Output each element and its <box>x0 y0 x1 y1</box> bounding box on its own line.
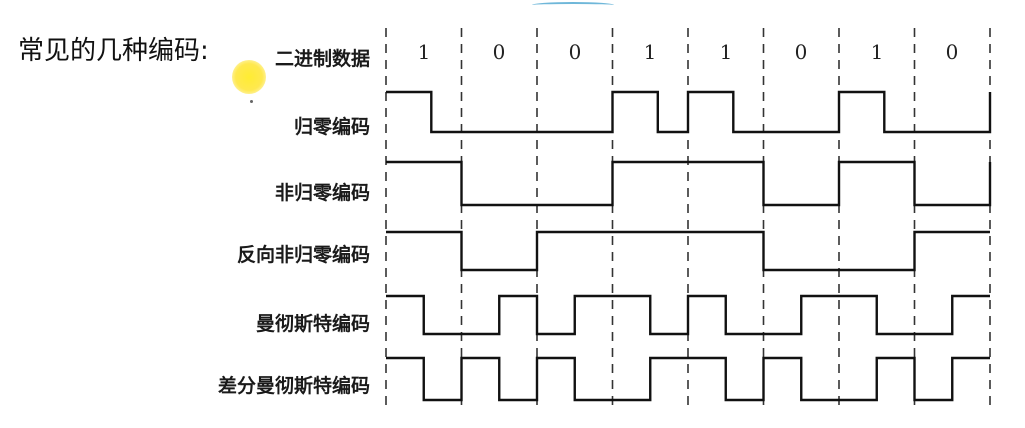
bit-label: 1 <box>643 40 657 64</box>
bit-label: 0 <box>945 40 959 64</box>
row-label-binary-data: 二进制数据 <box>274 48 370 70</box>
bit-label: 0 <box>492 40 506 64</box>
bit-label: 1 <box>870 40 884 64</box>
bit-label: 0 <box>794 40 808 64</box>
top-accent-line <box>532 2 614 8</box>
waveform-nrz <box>386 160 992 207</box>
row-label-nrz: 非归零编码 <box>274 182 370 204</box>
cursor-highlight <box>232 60 266 94</box>
row-label-rz: 归零编码 <box>293 116 370 138</box>
bit-label: 1 <box>719 40 733 64</box>
waveform-rz <box>386 90 992 134</box>
row-label-diff-manchester: 差分曼彻斯特编码 <box>217 375 370 397</box>
waveform-nrzi <box>386 230 990 272</box>
waveform-diff-manchester <box>386 356 990 402</box>
row-label-nrzi: 反向非归零编码 <box>236 244 370 266</box>
page-title: 常见的几种编码: <box>18 36 209 66</box>
bit-label: 0 <box>568 40 582 64</box>
row-label-manchester: 曼彻斯特编码 <box>255 313 370 335</box>
bit-label: 1 <box>417 40 431 64</box>
cursor-pointer-icon <box>250 100 253 103</box>
waveform-manchester <box>386 294 990 336</box>
